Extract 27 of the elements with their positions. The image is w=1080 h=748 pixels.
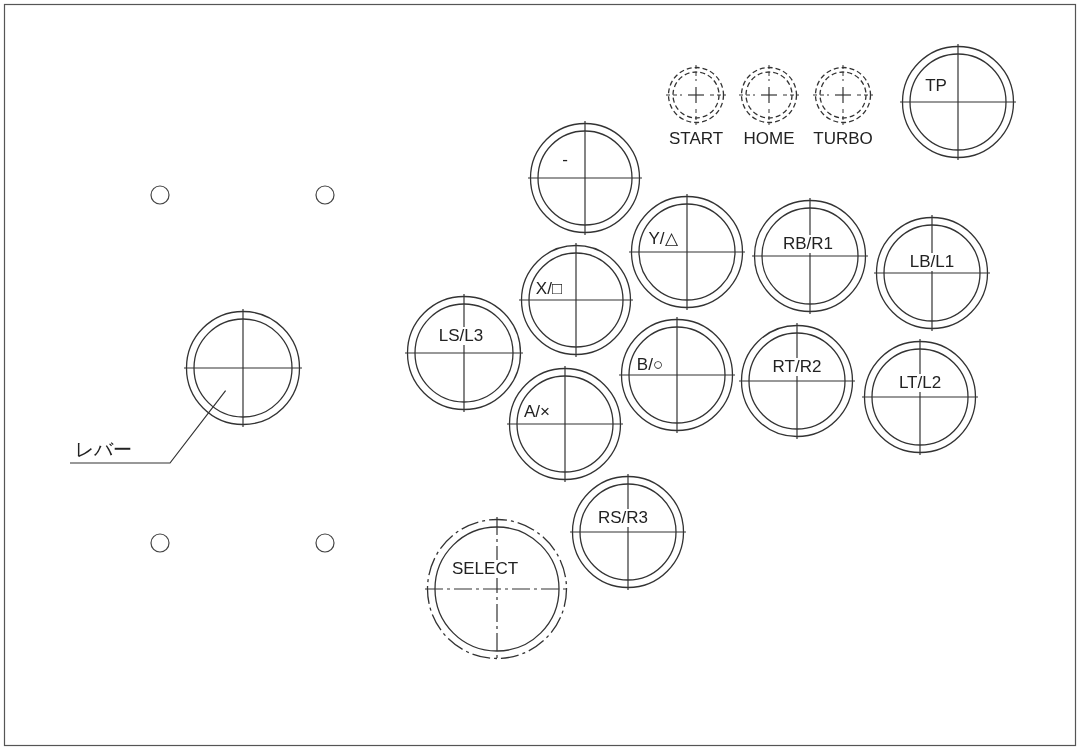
button-label: LT/L2 — [897, 374, 943, 392]
button-circle — [618, 316, 736, 434]
button-circle — [404, 293, 524, 413]
button-circle — [424, 516, 570, 662]
button-label: HOME — [743, 130, 795, 148]
button-circle — [899, 43, 1017, 161]
button-circle — [506, 365, 624, 483]
button-label: RS/R3 — [596, 509, 650, 527]
button-label: LS/L3 — [437, 327, 485, 345]
button-label: RB/R1 — [781, 235, 835, 253]
button-label: SELECT — [450, 560, 520, 578]
button-circle — [861, 338, 979, 456]
button-circle — [518, 242, 634, 358]
button-label: START — [668, 130, 724, 148]
leader-line — [69, 390, 227, 464]
button-label: Y/△ — [647, 230, 679, 248]
button-circle — [628, 193, 746, 311]
callout-label: レバー — [75, 440, 132, 460]
lever-circle — [183, 308, 303, 428]
button-circle — [569, 473, 687, 591]
button-label: RT/R2 — [771, 358, 823, 376]
button-circle — [873, 214, 991, 332]
button-circle — [751, 197, 869, 315]
button-label: LB/L1 — [908, 253, 956, 271]
button-label: TURBO — [813, 130, 873, 148]
button-circle — [738, 322, 856, 440]
button-circle — [527, 120, 643, 236]
